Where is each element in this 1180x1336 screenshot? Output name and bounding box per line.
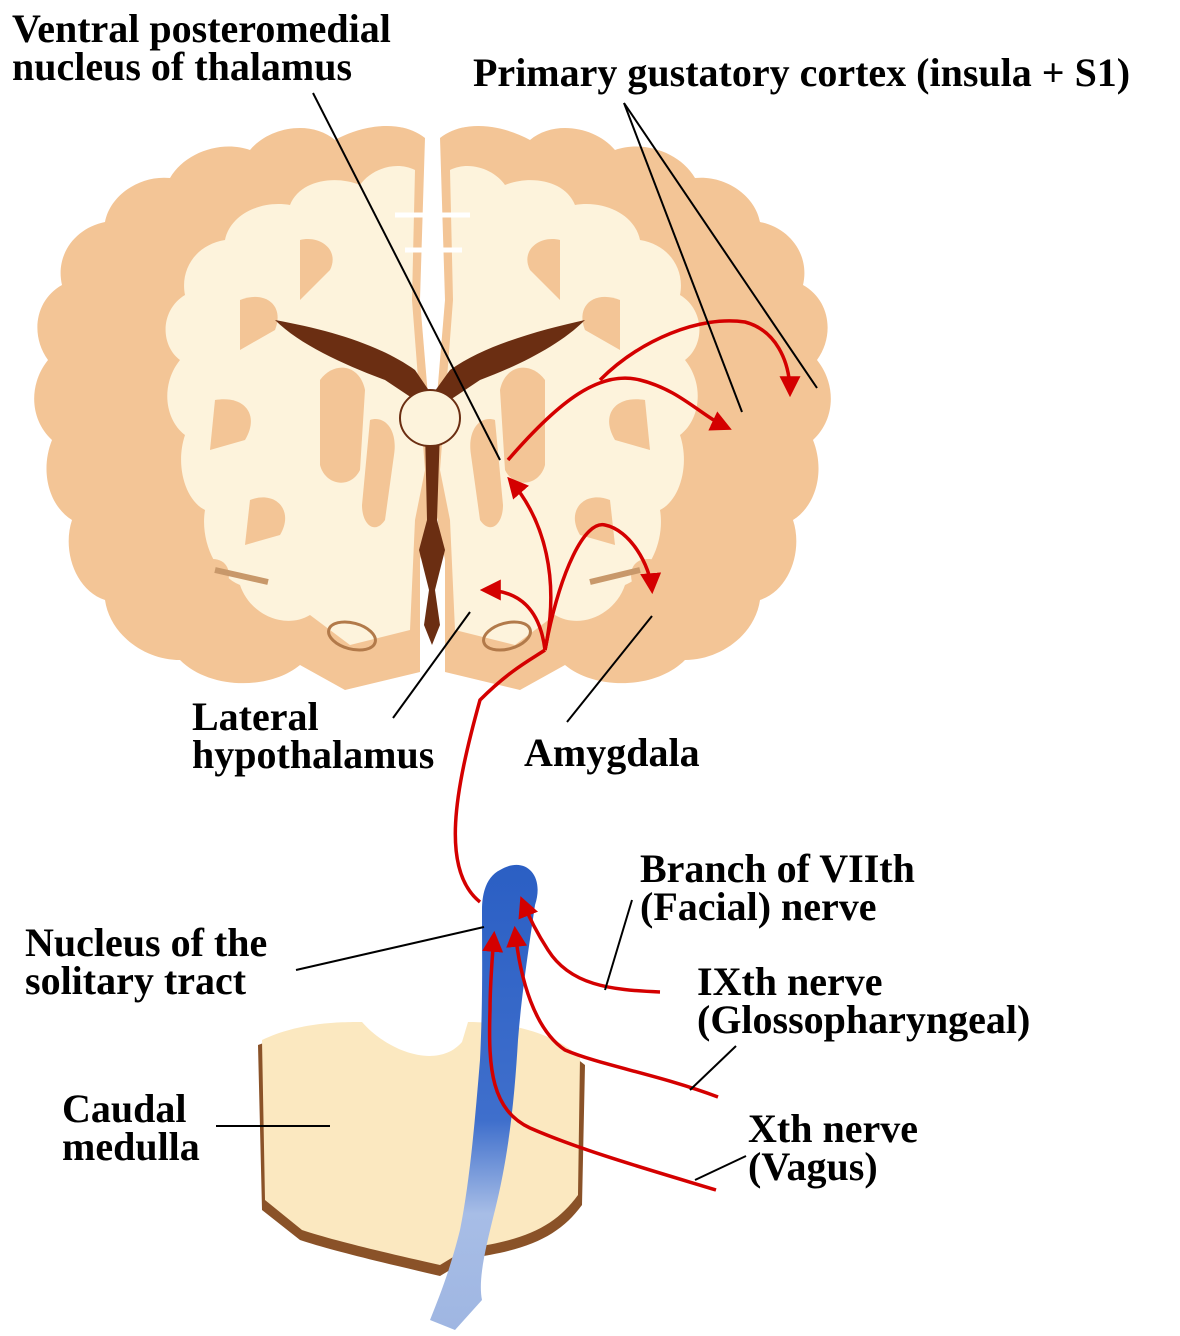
vagus-leader bbox=[695, 1156, 746, 1180]
facial-label-line1: Branch of VIIth bbox=[640, 850, 915, 888]
hypothalamus-label-line2: hypothalamus bbox=[192, 736, 434, 774]
vagus-label-line1: Xth nerve bbox=[748, 1110, 918, 1148]
amygdala-text: Amygdala bbox=[524, 734, 700, 772]
nst-label-line2: solitary tract bbox=[25, 962, 267, 1000]
facial-label-line2: (Facial) nerve bbox=[640, 888, 915, 926]
caudal-medulla bbox=[258, 1022, 585, 1276]
nst-label-line1: Nucleus of the bbox=[25, 924, 267, 962]
nst-label: Nucleus of the solitary tract bbox=[25, 924, 267, 1000]
medulla-label-line2: medulla bbox=[62, 1128, 200, 1166]
ascending-pathway bbox=[455, 650, 545, 902]
medulla-label-line1: Caudal bbox=[62, 1090, 200, 1128]
vagus-label: Xth nerve (Vagus) bbox=[748, 1110, 918, 1186]
medulla-body bbox=[262, 1022, 580, 1265]
gloss-label-line1: IXth nerve bbox=[697, 963, 1030, 1001]
amygdala-label: Amygdala bbox=[524, 734, 700, 772]
vagus-label-line2: (Vagus) bbox=[748, 1148, 918, 1186]
vpm-label-line1: Ventral posteromedial bbox=[12, 10, 391, 48]
hypothalamus-label-line1: Lateral bbox=[192, 698, 434, 736]
lateral-hypothalamus-label: Lateral hypothalamus bbox=[192, 698, 434, 774]
gloss-label-line2: (Glossopharyngeal) bbox=[697, 1001, 1030, 1039]
vpm-thalamus-label: Ventral posteromedial nucleus of thalamu… bbox=[12, 10, 391, 86]
nst-leader bbox=[296, 927, 484, 970]
facial-nerve-leader bbox=[605, 900, 632, 990]
glossopharyngeal-label: IXth nerve (Glossopharyngeal) bbox=[697, 963, 1030, 1039]
facial-nerve-label: Branch of VIIth (Facial) nerve bbox=[640, 850, 915, 926]
thalamus bbox=[400, 390, 460, 446]
glossopharyngeal-leader bbox=[690, 1046, 736, 1090]
gustatory-cortex-text: Primary gustatory cortex (insula + S1) bbox=[473, 54, 1130, 92]
caudal-medulla-label: Caudal medulla bbox=[62, 1090, 200, 1166]
gustatory-cortex-label: Primary gustatory cortex (insula + S1) bbox=[473, 54, 1130, 92]
coronal-brain-section bbox=[34, 126, 831, 690]
vpm-label-line2: nucleus of thalamus bbox=[12, 48, 391, 86]
